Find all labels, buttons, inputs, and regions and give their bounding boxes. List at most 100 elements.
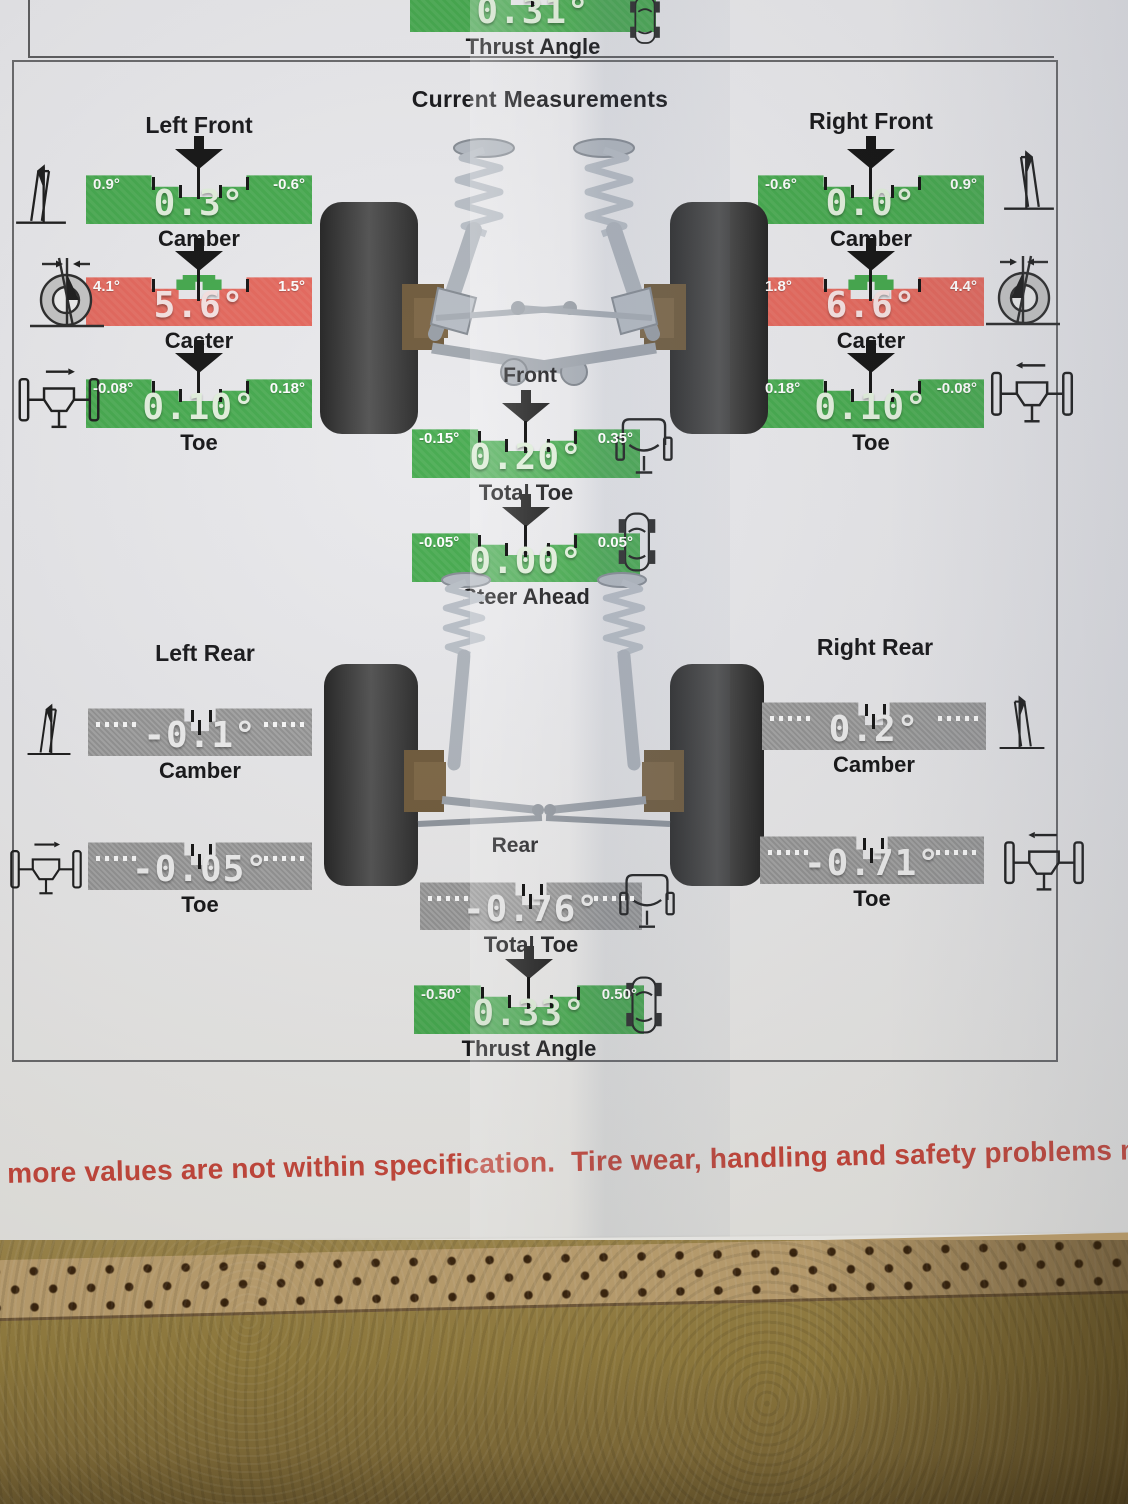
top-thrust-angle-bar: 0.50° 0.31° bbox=[410, 0, 656, 32]
section-title: Current Measurements bbox=[411, 86, 669, 112]
rf-toe-meas: 0.18° -0.08° 0.10° Toe bbox=[758, 340, 984, 456]
spec-min: 1.8° bbox=[765, 278, 792, 295]
left-rear-header: Left Rear bbox=[155, 640, 255, 666]
spec-min: -0.6° bbox=[765, 176, 797, 193]
measurement-label: Toe bbox=[853, 886, 891, 911]
down-arrow-pointer-icon bbox=[174, 238, 224, 272]
pointer-needle bbox=[198, 720, 201, 735]
down-arrow-pointer-icon bbox=[174, 136, 224, 170]
rr-toe-bar: -0.71° bbox=[760, 830, 984, 884]
measurement-value: 0.00° bbox=[469, 541, 583, 582]
rr-toe-meas: -0.71° Toe bbox=[760, 830, 984, 912]
measurement-value: 0.31° bbox=[476, 0, 590, 32]
pointer-needle bbox=[870, 848, 873, 863]
thrust-angle-bar: -0.50° 0.50° 0.33° bbox=[414, 977, 644, 1034]
lr-toe-meas: -0.05° Toe bbox=[88, 836, 312, 918]
spec-min: 0.9° bbox=[93, 176, 120, 193]
spec-max: 0.50° bbox=[601, 986, 637, 1003]
down-arrow-pointer-icon bbox=[846, 340, 896, 374]
thrust-angle-meas: -0.50° 0.50° 0.33° Thrust Angle bbox=[414, 946, 644, 1062]
rf-camber-meas: -0.6° 0.9° 0.0° Camber bbox=[758, 136, 984, 252]
steer-ahead-meas: -0.05° 0.05° 0.00° Steer Ahead bbox=[412, 494, 640, 610]
camber-icon bbox=[12, 164, 70, 228]
down-arrow-pointer-icon bbox=[504, 946, 554, 980]
spec-max: 0.18° bbox=[269, 380, 305, 397]
leather-grain-texture bbox=[0, 1240, 1128, 1504]
measurement-label: Toe bbox=[181, 892, 219, 917]
spec-max: 1.5° bbox=[278, 278, 305, 295]
pointer-needle bbox=[869, 371, 872, 403]
leather-shadow bbox=[0, 1240, 1128, 1504]
lf-caster-bar: 4.1° 1.5° 5.6° bbox=[86, 269, 312, 326]
front-total-toe-meas: -0.15° 0.35° 0.20° Total Toe bbox=[412, 390, 640, 506]
pointer-needle bbox=[872, 714, 875, 729]
front-suspension-illustration bbox=[320, 136, 772, 436]
spec-min: 4.1° bbox=[93, 278, 120, 295]
pointer-needle bbox=[529, 894, 532, 909]
pointer-needle bbox=[531, 0, 534, 7]
toe-top-view-icon bbox=[1000, 824, 1088, 894]
pointer-needle bbox=[198, 854, 201, 869]
edge-dots bbox=[428, 896, 468, 901]
spec-max: 0.35° bbox=[597, 430, 633, 447]
measurement-label: Thrust Angle bbox=[465, 34, 601, 59]
spec-max: 4.4° bbox=[950, 278, 977, 295]
camber-icon bbox=[1000, 150, 1058, 214]
pointer-needle bbox=[524, 525, 527, 557]
measurement-value: -0.1° bbox=[143, 715, 257, 756]
edge-dots bbox=[594, 896, 634, 901]
lf-camber-meas: 0.9° -0.6° 0.3° Camber bbox=[86, 136, 312, 252]
caster-icon bbox=[982, 254, 1066, 330]
leather-seat bbox=[0, 1231, 1128, 1504]
steer-ahead-bar: -0.05° 0.05° 0.00° bbox=[412, 525, 640, 582]
lr-camber-bar: -0.1° bbox=[88, 702, 312, 756]
measurement-label: Thrust Angle bbox=[461, 1036, 597, 1061]
rear-total-toe-bar: -0.76° bbox=[420, 876, 642, 930]
spec-max: 0.05° bbox=[597, 534, 633, 551]
edge-dots bbox=[96, 856, 136, 861]
measurement-value: 5.6° bbox=[153, 285, 245, 326]
spec-max: -0.08° bbox=[936, 380, 977, 397]
edge-dots bbox=[264, 722, 304, 727]
spec-max: 0.9° bbox=[950, 176, 977, 193]
spec-min: -0.50° bbox=[421, 986, 462, 1003]
rf-camber-bar: -0.6° 0.9° 0.0° bbox=[758, 167, 984, 224]
measurement-value: 6.6° bbox=[825, 285, 917, 326]
rear-suspension-illustration bbox=[324, 572, 772, 892]
edge-dots bbox=[770, 716, 810, 721]
bar-fill bbox=[86, 277, 312, 326]
lf-camber-bar: 0.9° -0.6° 0.3° bbox=[86, 167, 312, 224]
lf-toe-bar: -0.08° 0.18° 0.10° bbox=[86, 371, 312, 428]
rf-caster-bar: 1.8° 4.4° 6.6° bbox=[758, 269, 984, 326]
down-arrow-pointer-icon bbox=[846, 136, 896, 170]
spec-min: 0.18° bbox=[765, 380, 801, 397]
pointer-needle bbox=[524, 421, 527, 453]
lr-camber-meas: -0.1° Camber bbox=[88, 702, 312, 784]
measurement-value: 0.3° bbox=[153, 183, 245, 224]
front-axle-label: Front bbox=[503, 364, 557, 387]
pointer-needle bbox=[527, 977, 530, 1009]
pointer-needle bbox=[869, 269, 872, 301]
lf-caster-meas: 4.1° 1.5° 5.6° Caster bbox=[86, 238, 312, 354]
pointer-needle bbox=[197, 167, 200, 199]
down-arrow-pointer-icon bbox=[174, 340, 224, 374]
measurement-label: Toe bbox=[852, 430, 890, 455]
down-arrow-pointer-icon bbox=[501, 494, 551, 528]
measurement-label: Camber bbox=[833, 752, 915, 777]
pointer-needle bbox=[197, 269, 200, 301]
spec-max: 0.50° bbox=[614, 0, 649, 1]
down-arrow-pointer-icon bbox=[501, 390, 551, 424]
edge-dots bbox=[768, 850, 808, 855]
measurement-label: Toe bbox=[180, 430, 218, 455]
previous-box-bottom-border bbox=[28, 56, 1054, 58]
measurement-value: -0.71° bbox=[803, 843, 941, 884]
left-front-header: Left Front bbox=[145, 112, 253, 138]
spec-min: -0.15° bbox=[419, 430, 460, 447]
pointer-needle bbox=[869, 167, 872, 199]
spec-max: -0.6° bbox=[273, 176, 305, 193]
measurement-value: -0.76° bbox=[462, 889, 600, 930]
measurement-value: 0.33° bbox=[472, 993, 586, 1034]
spec-min: -0.08° bbox=[93, 380, 134, 397]
edge-dots bbox=[936, 850, 976, 855]
